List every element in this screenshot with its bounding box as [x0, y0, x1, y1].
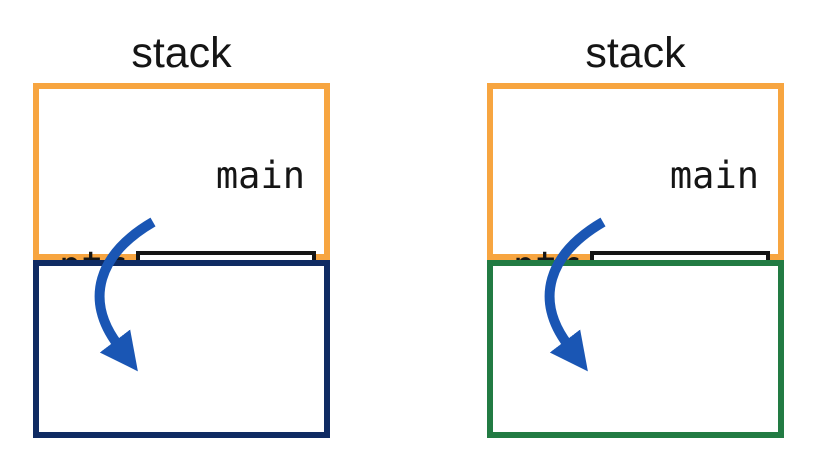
- foo-stack-frame: foo buf???: [487, 260, 784, 438]
- function-name-main: main: [215, 154, 305, 197]
- panel-after-free: stack main ptr foo buf???: [487, 30, 784, 470]
- function-name-main: main: [669, 154, 759, 197]
- panel-before-free: stack main ptr make_buf buf: [33, 30, 330, 470]
- stack-title: stack: [585, 29, 686, 77]
- main-stack-frame: main ptr: [487, 83, 784, 305]
- stack-title: stack: [131, 29, 232, 77]
- make-buf-stack-frame: make_buf buf: [33, 260, 330, 438]
- main-stack-frame: main ptr: [33, 83, 330, 305]
